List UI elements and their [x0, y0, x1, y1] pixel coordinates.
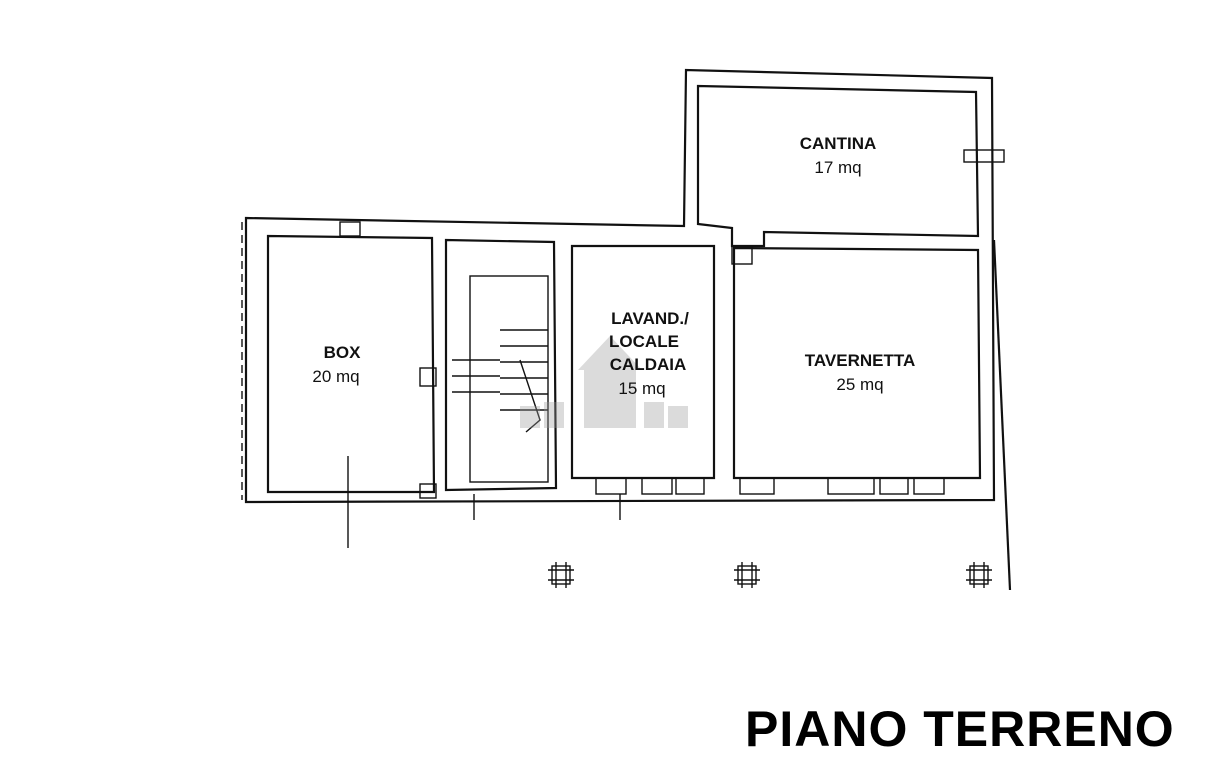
room-box-area: 20 mq	[312, 367, 359, 386]
walls	[244, 68, 1012, 591]
room-tavernetta-area: 25 mq	[836, 375, 883, 394]
room-lavanderia-name-line-2: LOCALE	[609, 332, 679, 351]
floor-title: PIANO TERRENO	[745, 701, 1175, 757]
room-box: BOX 20 mq	[312, 343, 361, 386]
room-lavanderia-name-line-1: LAVAND./	[611, 309, 689, 328]
room-cantina-area: 17 mq	[814, 158, 861, 177]
room-cantina: CANTINA 17 mq	[800, 134, 877, 177]
room-lavanderia: LAVAND./ LOCALE CALDAIA 15 mq	[609, 309, 689, 398]
room-box-name: BOX	[324, 343, 362, 362]
room-lavanderia-area: 15 mq	[618, 379, 665, 398]
room-tavernetta: TAVERNETTA 25 mq	[805, 351, 916, 394]
wall-details	[241, 149, 1005, 588]
watermark-logo	[520, 336, 688, 428]
room-lavanderia-name-line-3: CALDAIA	[610, 355, 687, 374]
room-cantina-name: CANTINA	[800, 134, 877, 153]
room-tavernetta-name: TAVERNETTA	[805, 351, 916, 370]
